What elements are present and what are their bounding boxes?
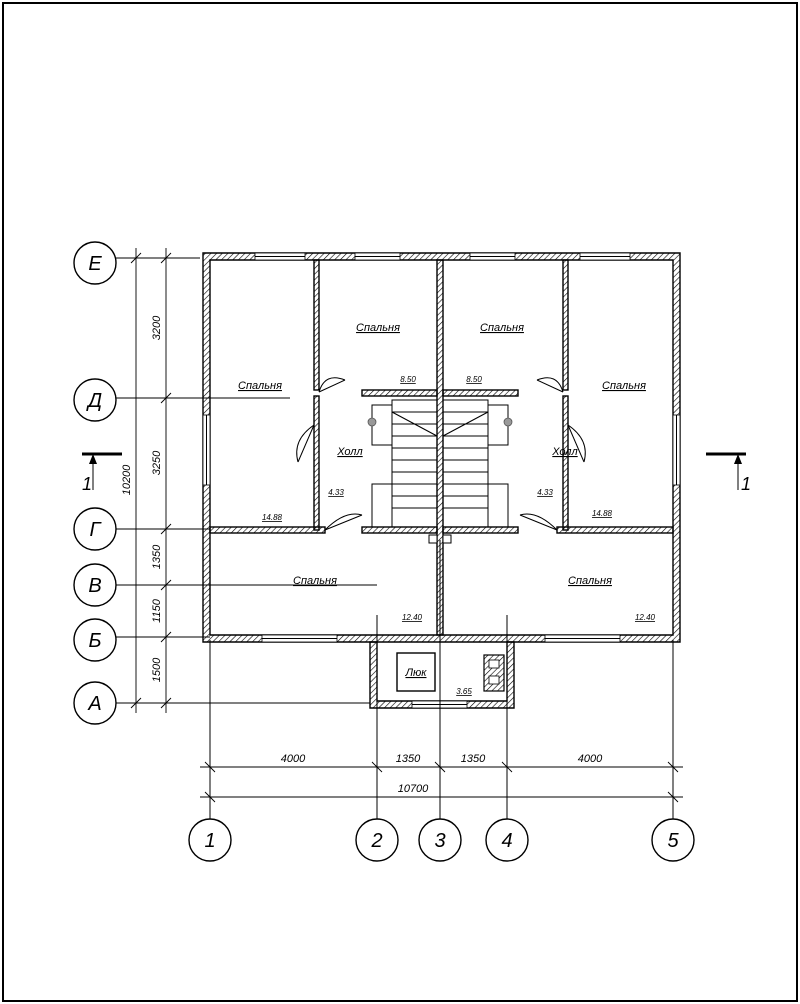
svg-text:2: 2	[370, 830, 382, 852]
room-area: 14.88	[592, 509, 613, 518]
axis-bubble-E: Е	[73, 241, 117, 285]
dim-left-total: 10200	[121, 464, 133, 495]
axis-bubble-A: А	[73, 681, 117, 725]
dim-left-2: 3250	[151, 450, 163, 475]
axis-bubble-B: Б	[73, 618, 117, 662]
axis-bubble-5: 5	[651, 818, 695, 862]
room-area: 4.33	[328, 488, 344, 497]
staircase-left	[367, 399, 438, 528]
stove	[483, 654, 505, 692]
walls	[202, 252, 681, 709]
dim-bottom-3: 1350	[461, 753, 486, 765]
axis-bubble-1: 1	[188, 818, 232, 862]
section-mark-right: 1	[706, 452, 751, 494]
svg-text:Б: Б	[88, 630, 101, 652]
dim-bottom-total: 10700	[398, 783, 429, 795]
room-label: Спальня	[480, 322, 524, 334]
dim-bottom-2: 1350	[396, 753, 421, 765]
axis-bubble-G: Г	[73, 507, 117, 551]
dim-left-3: 1350	[151, 544, 163, 569]
axis-lines	[116, 257, 674, 820]
svg-text:В: В	[88, 575, 101, 597]
room-label: Холл	[336, 446, 362, 458]
svg-text:Д: Д	[86, 390, 102, 412]
room-label: Спальня	[238, 380, 282, 392]
dim-left-4: 1150	[151, 598, 163, 623]
attic-hatch	[396, 652, 436, 692]
room-label: Спальня	[568, 575, 612, 587]
dim-bottom-1: 4000	[281, 753, 306, 765]
room-label: Спальня	[356, 322, 400, 334]
room-area: 12.40	[635, 613, 656, 622]
svg-text:Г: Г	[90, 519, 103, 541]
room-area: 8.50	[466, 375, 482, 384]
svg-text:1: 1	[741, 474, 751, 494]
svg-text:4: 4	[501, 830, 512, 852]
svg-text:5: 5	[667, 830, 679, 852]
room-area: 4.33	[537, 488, 553, 497]
room-area: 14.88	[262, 513, 283, 522]
axis-bubble-D: Д	[73, 378, 117, 422]
staircase-right	[442, 399, 513, 528]
svg-text:Е: Е	[88, 253, 102, 275]
axis-bubble-4: 4	[485, 818, 529, 862]
section-mark-left: 1	[82, 452, 122, 494]
axis-bubble-2: 2	[355, 818, 399, 862]
svg-text:1: 1	[204, 830, 215, 852]
dim-left-1: 3200	[151, 315, 163, 340]
room-area: 12.40	[402, 613, 423, 622]
hatch-label: Люк	[404, 667, 427, 679]
axis-bubble-3: 3	[418, 818, 462, 862]
doors	[296, 377, 586, 531]
svg-text:1: 1	[82, 474, 92, 494]
column-detail	[428, 534, 438, 544]
vestibule-area: 3.65	[456, 687, 472, 696]
svg-text:3: 3	[434, 830, 445, 852]
axis-bubble-V: В	[73, 563, 117, 607]
room-label: Спальня	[602, 380, 646, 392]
svg-text:А: А	[87, 693, 101, 715]
room-label: Спальня	[293, 575, 337, 587]
room-area: 8.50	[400, 375, 416, 384]
dim-left-5: 1500	[151, 657, 163, 682]
dimension-lines	[130, 248, 683, 803]
dim-bottom-4: 4000	[578, 753, 603, 765]
column-detail	[442, 534, 452, 544]
room-label: Холл	[551, 446, 577, 458]
